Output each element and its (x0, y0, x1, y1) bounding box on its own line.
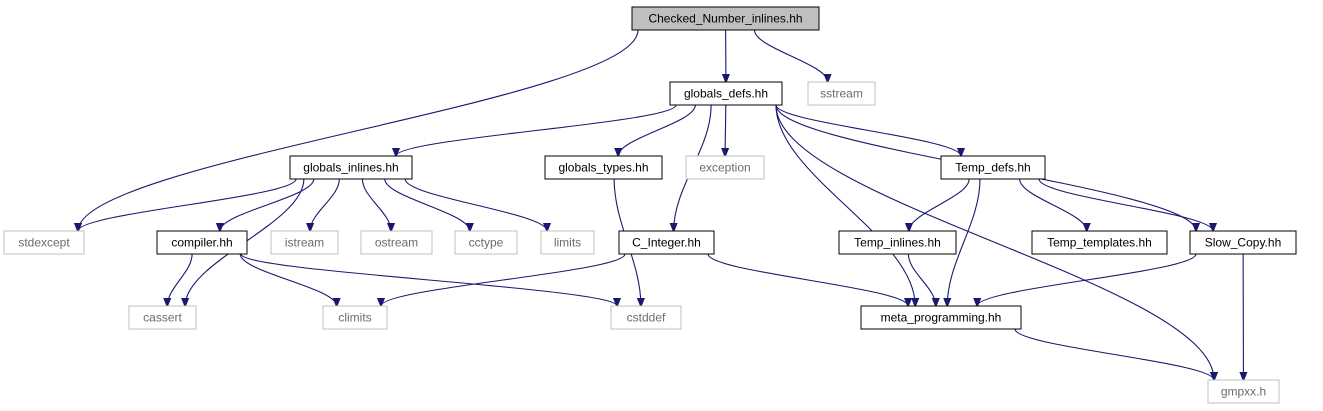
node-globals-types[interactable]: globals_types.hh (544, 155, 663, 180)
edge-globals-defs-to-gmpxx (775, 104, 1214, 380)
edge-temp-defs-to-temp-templates (1019, 178, 1087, 231)
node-label-cctype: cctype (469, 236, 504, 250)
node-gmpxx[interactable]: gmpxx.h (1207, 379, 1280, 404)
edge-globals-inlines-to-stdexcept (78, 178, 297, 231)
node-temp-templates[interactable]: Temp_templates.hh (1031, 230, 1168, 255)
node-label-compiler: compiler.hh (171, 236, 232, 250)
edge-checked-number-inlines-to-sstream (753, 29, 828, 82)
node-istream[interactable]: istream (270, 230, 339, 255)
node-limits[interactable]: limits (540, 230, 595, 255)
node-label-globals-types: globals_types.hh (558, 161, 648, 175)
edge-c-integer-to-climits (381, 253, 626, 306)
node-label-limits: limits (554, 236, 581, 250)
node-label-temp-inlines: Temp_inlines.hh (854, 236, 941, 250)
node-layer: Checked_Number_inlines.hh globals_defs.h… (3, 6, 1297, 404)
node-temp-inlines[interactable]: Temp_inlines.hh (838, 230, 957, 255)
edge-checked-number-inlines-to-stdexcept (78, 29, 639, 231)
node-label-gmpxx: gmpxx.h (1221, 385, 1266, 399)
node-cassert[interactable]: cassert (128, 305, 197, 330)
edge-globals-defs-to-meta-programming (775, 104, 915, 306)
edge-c-integer-to-meta-programming (707, 253, 908, 306)
edge-globals-inlines-to-compiler (220, 178, 315, 231)
node-label-globals-defs: globals_defs.hh (684, 87, 768, 101)
edge-globals-inlines-to-istream (310, 178, 340, 231)
node-label-temp-templates: Temp_templates.hh (1047, 236, 1152, 250)
edge-compiler-to-cassert (167, 253, 193, 306)
node-label-climits: climits (338, 311, 371, 325)
node-label-cassert: cassert (143, 311, 182, 325)
node-temp-defs[interactable]: Temp_defs.hh (940, 155, 1046, 180)
edge-globals-defs-to-globals-types (618, 104, 696, 156)
node-checked-number-inlines[interactable]: Checked_Number_inlines.hh (631, 6, 820, 31)
edge-globals-defs-to-temp-defs (775, 104, 961, 156)
node-climits[interactable]: climits (322, 305, 388, 330)
node-c-integer[interactable]: C_Integer.hh (618, 230, 715, 255)
node-label-globals-inlines: globals_inlines.hh (303, 161, 398, 175)
node-label-meta-programming: meta_programming.hh (881, 311, 1002, 325)
node-label-stdexcept: stdexcept (18, 236, 70, 250)
node-label-istream: istream (285, 236, 324, 250)
node-label-sstream: sstream (820, 87, 863, 101)
node-label-ostream: ostream (375, 236, 418, 250)
node-label-checked-number-inlines: Checked_Number_inlines.hh (648, 12, 802, 26)
edge-meta-programming-to-gmpxx (1014, 328, 1214, 380)
edge-globals-inlines-to-limits (404, 178, 547, 231)
node-cstddef[interactable]: cstddef (610, 305, 682, 330)
edge-temp-defs-to-meta-programming (947, 178, 981, 306)
edge-globals-defs-to-globals-inlines (396, 104, 677, 156)
edge-temp-inlines-to-meta-programming (907, 253, 935, 306)
node-label-c-integer: C_Integer.hh (632, 236, 701, 250)
node-compiler[interactable]: compiler.hh (156, 230, 248, 255)
edge-compiler-to-climits (239, 253, 336, 306)
edge-globals-inlines-to-ostream (361, 178, 391, 231)
edge-temp-defs-to-temp-inlines (909, 178, 970, 231)
edge-temp-defs-to-slow-copy (1038, 178, 1213, 231)
node-label-cstddef: cstddef (627, 311, 666, 325)
node-ostream[interactable]: ostream (360, 230, 433, 255)
node-slow-copy[interactable]: Slow_Copy.hh (1189, 230, 1297, 255)
node-stdexcept[interactable]: stdexcept (3, 230, 85, 255)
node-sstream[interactable]: sstream (807, 81, 876, 106)
edge-globals-defs-to-exception (725, 104, 726, 156)
node-globals-inlines[interactable]: globals_inlines.hh (289, 155, 413, 180)
node-label-exception: exception (699, 161, 750, 175)
node-cctype[interactable]: cctype (454, 230, 518, 255)
node-label-slow-copy: Slow_Copy.hh (1205, 236, 1282, 250)
node-exception[interactable]: exception (685, 155, 765, 180)
edge-globals-inlines-to-cctype (384, 178, 470, 231)
edge-compiler-to-cstddef (240, 253, 617, 306)
node-meta-programming[interactable]: meta_programming.hh (860, 305, 1022, 330)
node-label-temp-defs: Temp_defs.hh (955, 161, 1030, 175)
edge-slow-copy-to-meta-programming (977, 253, 1197, 306)
node-globals-defs[interactable]: globals_defs.hh (669, 81, 783, 106)
